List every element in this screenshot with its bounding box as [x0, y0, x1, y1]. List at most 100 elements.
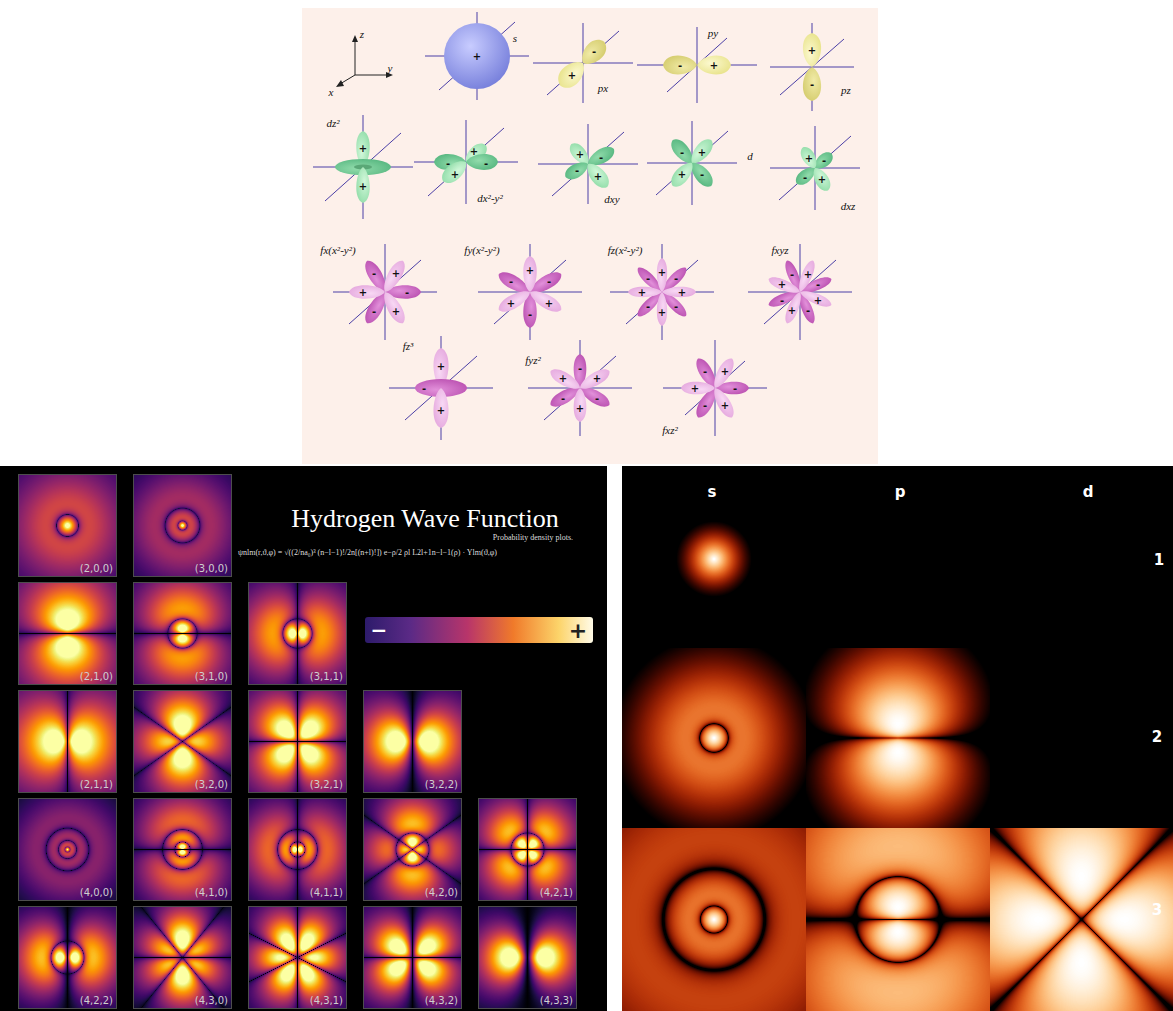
- axis-label: x: [329, 86, 334, 98]
- quantum-numbers: (4,2,0): [425, 887, 458, 898]
- grid-header: 3: [1152, 901, 1162, 919]
- orbital-label: pz: [841, 84, 851, 96]
- quantum-numbers: (4,1,0): [195, 887, 228, 898]
- phase-sign: +: [658, 307, 666, 318]
- phase-sign: +: [437, 361, 445, 372]
- phase-sign: +: [451, 169, 459, 180]
- phase-sign: +: [804, 269, 812, 280]
- orbital-label: px: [598, 82, 608, 94]
- orbital-label: dxy: [604, 193, 619, 205]
- density-plot: [479, 799, 576, 900]
- density-plots: [19, 470, 1173, 1011]
- quantum-numbers: (4,3,0): [195, 995, 228, 1006]
- density-plot: [249, 583, 346, 684]
- density-plot: [806, 828, 990, 1011]
- axis-label: y: [388, 62, 393, 74]
- density-grid-panel: [622, 466, 1173, 1011]
- phase-sign: -: [790, 269, 794, 280]
- phase-sign: -: [446, 158, 450, 169]
- phase-sign: -: [578, 363, 582, 374]
- phase-sign: +: [805, 153, 813, 164]
- phase-sign: -: [646, 301, 650, 312]
- density-plot: [249, 691, 346, 792]
- quantum-numbers: (3,2,2): [425, 779, 458, 790]
- density-panel: [0, 466, 607, 1011]
- plot-frame: (4,3,1): [248, 906, 347, 1009]
- orbital-panel: [302, 8, 878, 464]
- density-plot: [622, 648, 806, 828]
- plot-frame: (4,1,1): [248, 798, 347, 901]
- density-plot: [134, 691, 231, 792]
- phase-sign: +: [721, 400, 729, 411]
- phase-sign: +: [678, 287, 686, 298]
- plot-frame: (2,1,0): [18, 582, 117, 685]
- plot-frame: (4,2,1): [478, 798, 577, 901]
- p-orbital: [637, 27, 757, 103]
- formula: ψnlm(r,ϑ,φ) = √((2/na₀)³ (n−l−1)!/2n[(n+…: [238, 548, 497, 557]
- orbital-label: dxz: [841, 200, 856, 212]
- d-orbital: [647, 121, 737, 205]
- phase-sign: +: [470, 146, 478, 157]
- phase-sign: +: [788, 305, 796, 316]
- axes-icon: [336, 35, 393, 87]
- phase-sign: +: [814, 295, 822, 306]
- d-orbital: [313, 115, 413, 219]
- quantum-numbers: (3,2,0): [195, 779, 228, 790]
- quantum-numbers: (2,0,0): [80, 563, 113, 574]
- phase-sign: -: [733, 383, 737, 394]
- plot-frame: (4,1,0): [133, 798, 232, 901]
- d-orbital: [414, 120, 518, 204]
- phase-sign: +: [359, 181, 367, 192]
- orbital-label: dz²: [326, 117, 339, 129]
- plot-frame: (4,2,2): [18, 906, 117, 1009]
- colorbar: [365, 617, 593, 643]
- orbital-label: fx(x²-y²): [320, 244, 355, 256]
- phase-sign: +: [576, 403, 584, 414]
- plot-frame: (4,3,2): [363, 906, 462, 1009]
- phase-sign: +: [593, 373, 601, 384]
- quantum-numbers: (4,2,1): [540, 887, 573, 898]
- phase-sign: -: [700, 169, 704, 180]
- phase-sign: -: [422, 383, 426, 394]
- plot-frame: (4,2,0): [363, 798, 462, 901]
- orbital-label: fyz²: [525, 354, 541, 366]
- quantum-numbers: (3,1,1): [310, 671, 343, 682]
- panel-title: Hydrogen Wave Function: [291, 504, 559, 534]
- plot-frame: (2,0,0): [18, 474, 117, 577]
- plot-frame: (2,1,1): [18, 690, 117, 793]
- phase-sign: +: [576, 149, 584, 160]
- density-plot: [19, 475, 116, 576]
- phase-sign: -: [816, 279, 820, 290]
- density-plot: [19, 907, 116, 1008]
- phase-sign: +: [526, 265, 534, 276]
- phase-sign: -: [592, 46, 596, 57]
- orbital-label: dx²-y²: [477, 192, 503, 204]
- orbital-label: d: [747, 150, 753, 162]
- colorbar-label: −: [371, 618, 388, 642]
- density-plot: [479, 907, 576, 1008]
- subtitle: Probability density plots.: [493, 533, 573, 542]
- phase-sign: -: [528, 309, 532, 320]
- orbital-label: fy(x²-y²): [464, 244, 499, 256]
- quantum-numbers: (4,0,0): [80, 887, 113, 898]
- quantum-numbers: (4,3,3): [540, 995, 573, 1006]
- s-orbital: [425, 12, 529, 100]
- phase-sign: +: [359, 287, 367, 298]
- phase-sign: -: [703, 400, 707, 411]
- phase-sign: -: [372, 268, 376, 279]
- phase-sign: +: [545, 298, 553, 309]
- f-orbital: [748, 244, 852, 340]
- phase-sign: -: [595, 393, 599, 404]
- phase-sign: -: [822, 155, 826, 166]
- density-plot: [622, 470, 806, 648]
- phase-sign: +: [507, 298, 515, 309]
- phase-sign: +: [658, 267, 666, 278]
- quantum-numbers: (3,0,0): [195, 563, 228, 574]
- plot-frame: (4,3,3): [478, 906, 577, 1009]
- orbital-label: fxyz: [771, 244, 788, 256]
- phase-sign: +: [691, 383, 699, 394]
- phase-sign: +: [698, 147, 706, 158]
- phase-sign: +: [568, 70, 576, 81]
- phase-sign: -: [780, 295, 784, 306]
